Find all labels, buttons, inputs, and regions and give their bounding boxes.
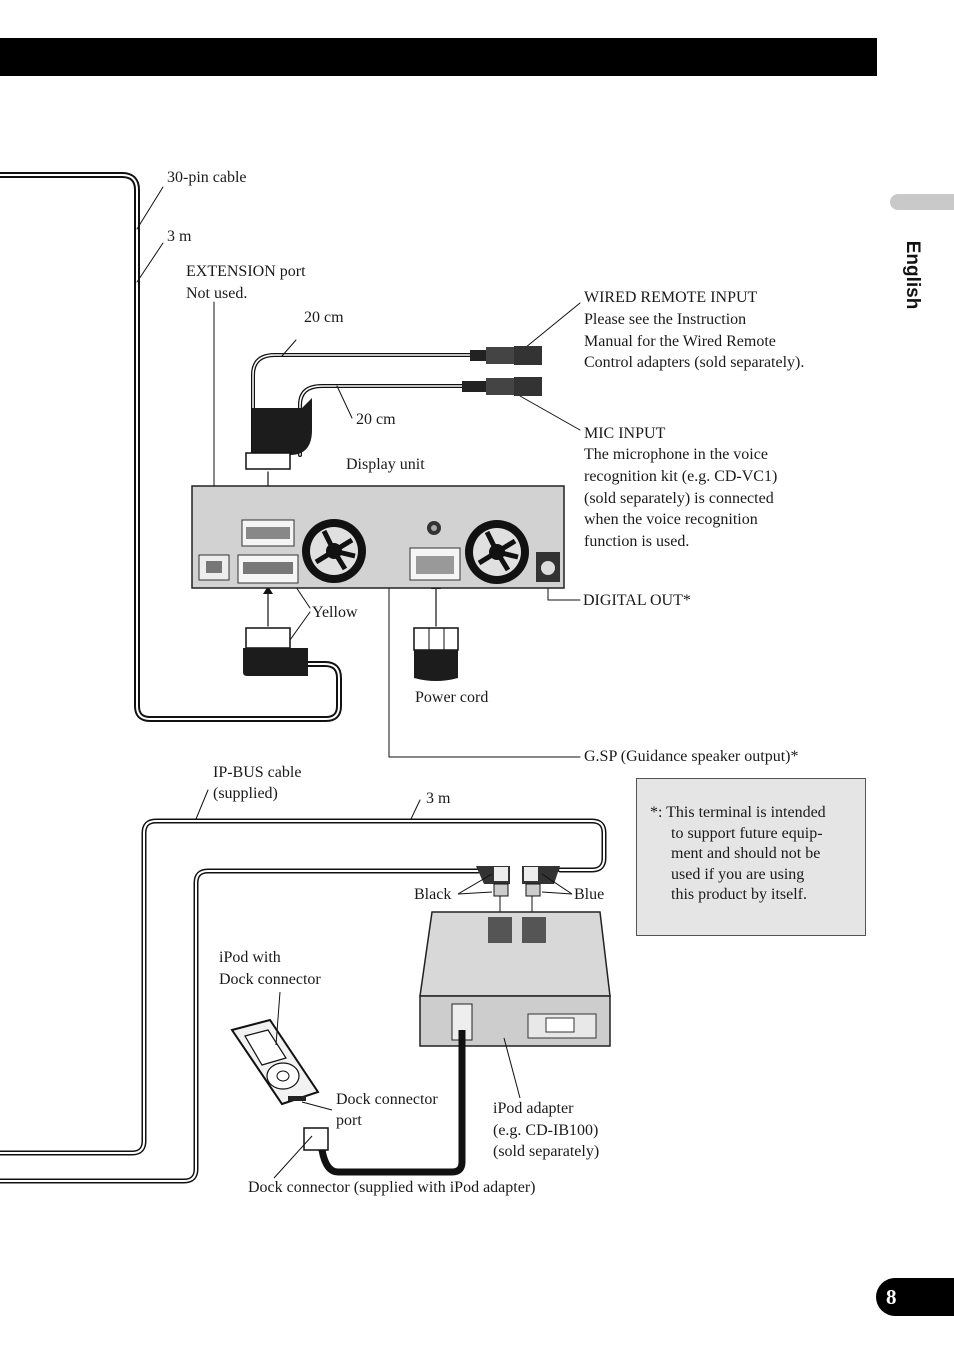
mic-plug (462, 377, 542, 396)
gsp-label: G.SP (Guidance speaker output)* (584, 748, 799, 765)
cable-length-b: 20 cm (356, 411, 396, 428)
ipbus-cable-label: IP-BUS cable (213, 764, 302, 781)
note-text: *: This terminal is intended to support … (650, 803, 883, 906)
wired-remote-title: WIRED REMOTE INPUT (584, 289, 758, 306)
dock-connector-plug (303, 1127, 329, 1151)
ipbus-cable (0, 818, 607, 1184)
extension-port-label: EXTENSION port (186, 263, 306, 280)
mic-input-line-2: recognition kit (e.g. CD-VC1) (584, 468, 778, 485)
note-line-3: ment and should not be (671, 845, 821, 862)
page-number: 8 (876, 1278, 954, 1316)
black-label: Black (414, 886, 452, 903)
note-line-4: used if you are using (671, 865, 805, 883)
power-cord-label: Power cord (415, 689, 489, 706)
note-box (636, 778, 866, 936)
pin-cable-label: 30-pin cable (167, 169, 247, 186)
yellow-plug (243, 627, 308, 676)
dock-connector-label: Dock connector (supplied with iPod adapt… (248, 1179, 536, 1196)
ipod-adapter (419, 911, 611, 1099)
wired-remote-line-2: Manual for the Wired Remote (584, 333, 776, 350)
mic-input-line-3: (sold separately) is connected (584, 490, 774, 507)
pin-cable-length-label: 3 m (167, 228, 192, 245)
extension-port-note: Not used. (186, 285, 248, 302)
harness-connector (245, 398, 312, 470)
yellow-label: Yellow (312, 604, 358, 621)
dock-port-label-line-2: port (336, 1112, 362, 1129)
digital-out-label: DIGITAL OUT* (583, 592, 691, 609)
display-unit (191, 485, 565, 589)
header-bar (0, 38, 877, 76)
cable-length-a: 20 cm (304, 309, 344, 326)
wired-remote-line-3: Control adapters (sold separately). (584, 354, 805, 371)
note-line-1: *: This terminal is intended (650, 804, 826, 821)
ipod-label-line-1: iPod with (219, 949, 281, 966)
pin-cable (0, 172, 342, 722)
mic-input-line-5: function is used. (584, 533, 690, 550)
display-unit-label: Display unit (346, 456, 425, 473)
ipbus-cable-note: (supplied) (213, 785, 278, 802)
mic-input-line-4: when the voice recognition (584, 511, 758, 528)
mic-input-line-1: The microphone in the voice (584, 446, 768, 463)
wired-remote-line-1: Please see the Instruction (584, 311, 747, 328)
ipod-device (230, 991, 333, 1111)
power-cord-plug (413, 627, 459, 681)
mic-input-title: MIC INPUT (584, 425, 666, 442)
ipod-adapter-label-line-2: (e.g. CD-IB100) (493, 1122, 599, 1139)
blue-label: Blue (574, 886, 605, 903)
ipod-adapter-label-line-3: (sold separately) (493, 1143, 600, 1160)
note-line-2: to support future equip- (671, 824, 823, 842)
ipod-label-line-2: Dock connector (219, 971, 321, 988)
note-line-5: this product by itself. (671, 886, 807, 903)
language-tab (890, 194, 954, 210)
ipbus-length-label: 3 m (426, 790, 451, 807)
dock-port-label-line-1: Dock connector (336, 1091, 438, 1108)
ipod-adapter-label-line-1: iPod adapter (493, 1100, 574, 1117)
remote-plug (470, 346, 542, 365)
ipbus-plugs (457, 866, 573, 918)
